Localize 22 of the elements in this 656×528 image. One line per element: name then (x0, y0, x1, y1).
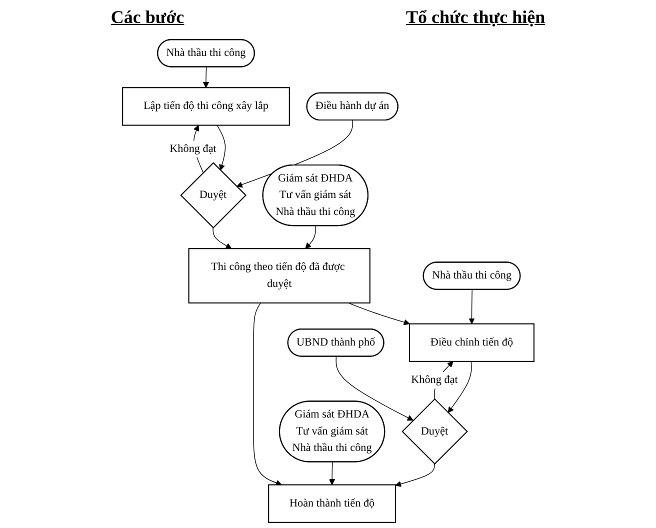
node-box: Điều chỉnh tiến độ (408, 323, 534, 362)
arrow (348, 302, 410, 326)
column-heading: Tổ chức thực hiện (406, 6, 546, 28)
column-heading: Các bước (110, 6, 184, 28)
arrow (394, 464, 435, 487)
node-box: Thi công theo tiến độ đã được duyệt (188, 248, 370, 304)
arrow (252, 302, 282, 486)
arrow (212, 227, 232, 249)
node-box: Hoàn thành tiến độ (268, 484, 396, 523)
arrow (468, 289, 475, 324)
node-diamond: Duyệt (401, 398, 468, 465)
arrow (236, 120, 353, 188)
node-diamond: Duyệt (180, 162, 246, 228)
arrow (335, 356, 414, 421)
arrow (448, 361, 472, 413)
edge-label: Không đạt (169, 142, 216, 155)
arrow (216, 124, 226, 171)
edge-label: Không đạt (410, 374, 458, 386)
arrow (202, 66, 209, 88)
node-box: Lập tiến độ thi công xây lắp (122, 87, 290, 126)
arrow (304, 226, 316, 249)
arrow (328, 462, 335, 486)
